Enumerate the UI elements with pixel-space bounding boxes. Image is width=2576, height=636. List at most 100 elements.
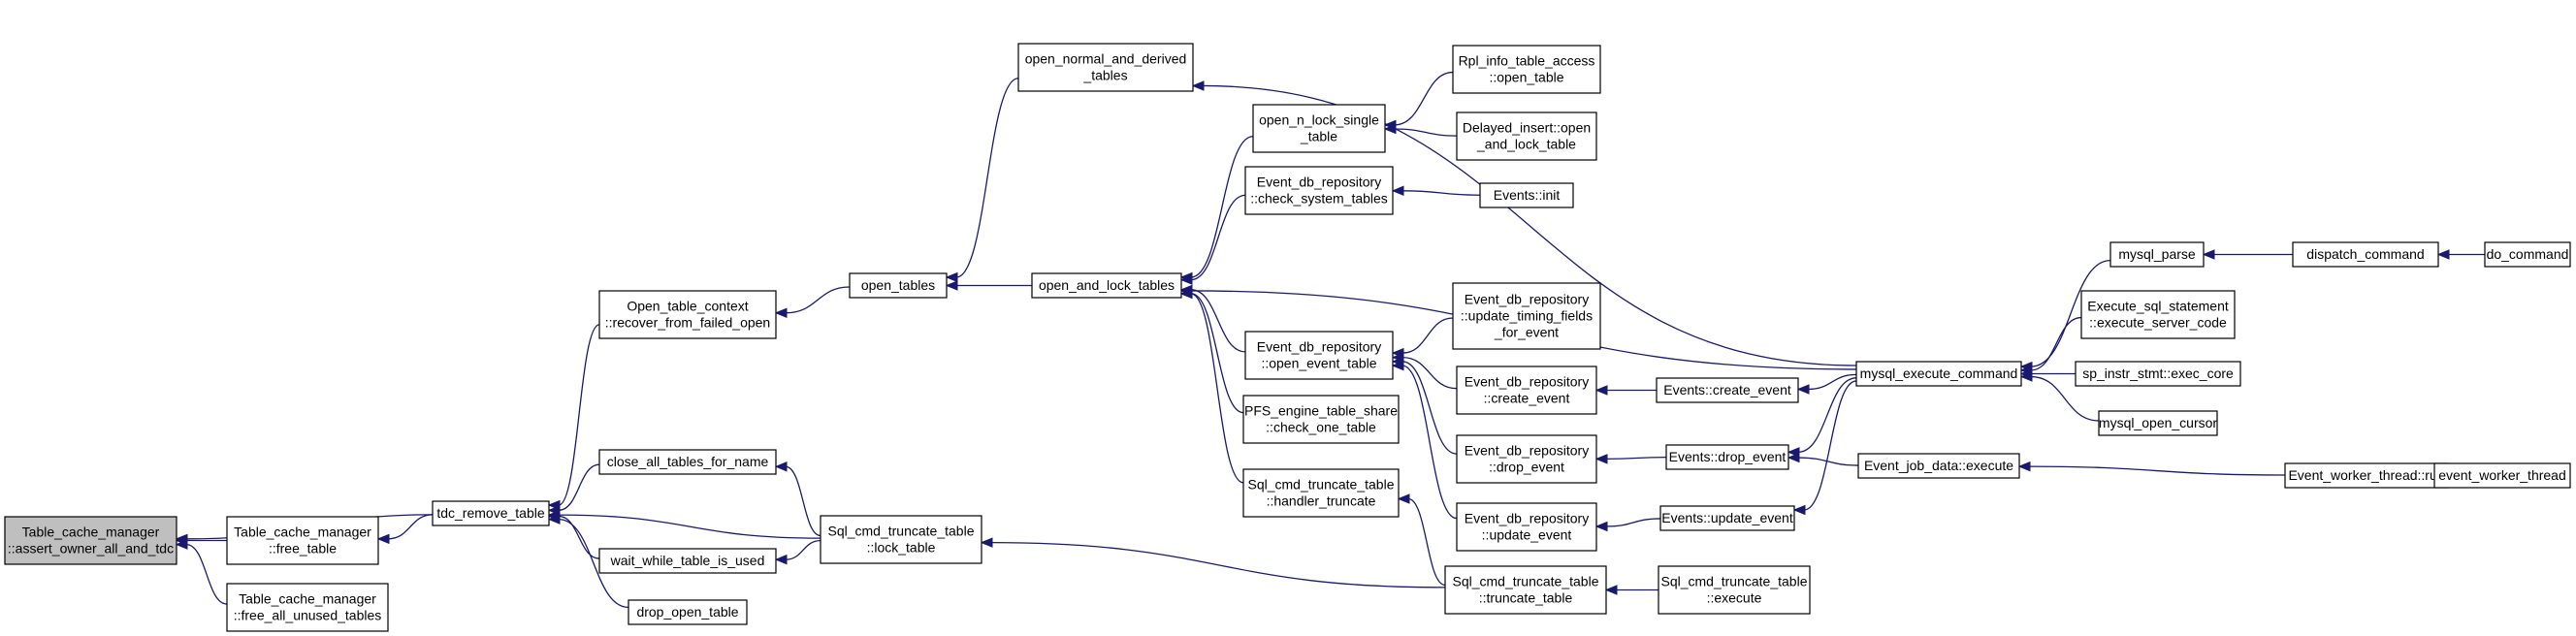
node-wait-while[interactable]: wait_while_table_is_used <box>598 548 777 574</box>
node-label: ::open_table <box>1489 70 1563 85</box>
node-drop-open[interactable]: drop_open_table <box>628 599 748 625</box>
node-label: ::check_system_tables <box>1250 191 1388 207</box>
node-update-timing[interactable]: Event_db_repository::update_timing_field… <box>1452 282 1601 350</box>
node-label: _for_event <box>1494 325 1559 340</box>
node-box <box>2484 241 2571 268</box>
node-label: Open_table_context <box>627 299 748 314</box>
edge-close-all-to-tdc-remove-table <box>558 463 600 511</box>
node-label: ::handler_truncate <box>1267 493 1376 509</box>
arrowhead <box>1792 504 1806 516</box>
node-truncate-table[interactable]: Sql_cmd_truncate_table::truncate_table <box>1444 565 1607 615</box>
node-label: Delayed_insert::open <box>1463 120 1591 136</box>
node-dispatch[interactable]: dispatch_command <box>2292 241 2439 268</box>
arrowhead <box>1594 454 1608 464</box>
node-rpl-open[interactable]: Rpl_info_table_access::open_table <box>1452 45 1601 94</box>
edge-mysql-execute-to-open-normal <box>1202 84 1857 366</box>
node-open-and-lock[interactable]: open_and_lock_tables <box>1031 272 1182 299</box>
edge-recover-to-tdc-remove-table <box>558 324 600 506</box>
node-box <box>4 516 177 565</box>
node-box <box>2433 462 2571 489</box>
edge-open-event-table-to-open-and-lock <box>1190 289 1246 353</box>
node-label: ::update_event <box>1482 527 1572 543</box>
node-check-system[interactable]: Event_db_repository::check_system_tables <box>1244 166 1394 215</box>
node-label: Events::create_event <box>1663 382 1791 398</box>
node-label: drop_open_table <box>636 604 738 620</box>
node-delayed-open[interactable]: Delayed_insert::open_and_lock_table <box>1456 111 1597 161</box>
edge-ev-drop-to-repo-drop <box>1605 456 1667 461</box>
node-box <box>1456 502 1597 552</box>
node-open-normal[interactable]: open_normal_and_derived_tables <box>1017 43 1194 92</box>
edge-repo-drop-to-open-event-table <box>1401 361 1458 455</box>
node-open-tables[interactable]: open_tables <box>849 272 948 299</box>
node-lock-table[interactable]: Sql_cmd_truncate_table::lock_table <box>820 515 982 564</box>
node-box <box>2292 241 2439 268</box>
node-handler-truncate[interactable]: Sql_cmd_truncate_table::handler_truncate <box>1242 468 1400 518</box>
node-close-all[interactable]: close_all_tables_for_name <box>598 449 777 475</box>
node-label: _and_lock_table <box>1476 137 1576 152</box>
arrowhead <box>945 271 958 283</box>
node-box <box>1242 468 1400 518</box>
arrowhead <box>945 280 958 291</box>
edge-mysql-execute-to-ev-drop <box>1797 377 1857 453</box>
node-mysql-execute[interactable]: mysql_execute_command <box>1855 361 2022 387</box>
node-box <box>628 599 748 625</box>
node-do-command[interactable]: do_command <box>2484 241 2571 268</box>
edge-wait-while-to-tdc-remove-table <box>558 515 600 559</box>
node-label: Sql_cmd_truncate_table <box>1661 574 1808 589</box>
edge-repo-create-to-open-event-table <box>1401 357 1458 390</box>
node-repo-update[interactable]: Event_db_repository::update_event <box>1456 502 1597 552</box>
node-free-table[interactable]: Table_cache_manager::free_table <box>226 516 379 565</box>
node-box <box>598 449 777 475</box>
node-label: Events::update_event <box>1661 510 1793 525</box>
node-box <box>2109 241 2205 268</box>
node-events-init[interactable]: Events::init <box>1479 182 1574 208</box>
edge-worker-run-to-job-execute <box>2028 465 2286 476</box>
arrowhead <box>1397 493 1410 504</box>
node-sp-exec[interactable]: sp_instr_stmt::exec_core <box>2075 361 2241 387</box>
node-free-all-unused[interactable]: Table_cache_manager::free_all_unused_tab… <box>226 583 389 632</box>
node-root[interactable]: Table_cache_manager::assert_owner_all_an… <box>4 516 177 565</box>
node-repo-drop[interactable]: Event_db_repository::drop_event <box>1456 434 1597 484</box>
node-label: PFS_engine_table_share <box>1244 403 1398 419</box>
node-tdc-remove-table[interactable]: tdc_remove_table <box>432 500 550 526</box>
edge-events-init-to-check-system <box>1401 190 1481 196</box>
arrowhead <box>2436 249 2450 260</box>
node-label: ::execute <box>1707 590 1762 606</box>
node-label: ::truncate_table <box>1479 590 1573 606</box>
node-label: Table_cache_manager <box>22 525 160 540</box>
arrowhead <box>376 533 390 545</box>
node-open-event-table[interactable]: Event_db_repository::open_event_table <box>1244 331 1394 380</box>
node-open-cursor[interactable]: mysql_open_cursor <box>2098 410 2218 436</box>
node-label: Event_db_repository <box>1465 443 1589 459</box>
node-recover[interactable]: Open_table_context::recover_from_failed_… <box>598 290 777 339</box>
node-box <box>226 583 389 632</box>
edge-check-system-to-open-and-lock <box>1190 194 1246 281</box>
edge-open-normal-to-open-tables <box>955 78 1019 278</box>
node-label: mysql_open_cursor <box>2099 415 2218 430</box>
node-mysql-parse[interactable]: mysql_parse <box>2109 241 2205 268</box>
node-exec-server[interactable]: Execute_sql_statement::execute_server_co… <box>2080 290 2236 339</box>
node-label: dispatch_command <box>2306 246 2424 262</box>
node-event-worker[interactable]: event_worker_thread <box>2433 462 2571 489</box>
node-label: sp_instr_stmt::exec_core <box>2082 366 2234 381</box>
node-box <box>598 548 777 574</box>
node-label: Event_db_repository <box>1465 374 1589 390</box>
node-label: close_all_tables_for_name <box>607 454 769 469</box>
node-ev-update[interactable]: Events::update_event <box>1659 505 1795 531</box>
node-pfs-check[interactable]: PFS_engine_table_share::check_one_table <box>1242 395 1400 444</box>
node-box <box>849 272 948 299</box>
function-nodes: Table_cache_manager::assert_owner_all_an… <box>4 43 2571 632</box>
node-label: ::lock_table <box>867 540 936 556</box>
node-label: open_tables <box>861 277 935 293</box>
node-label: Events::init <box>1494 187 1561 203</box>
node-repo-create[interactable]: Event_db_repository::create_event <box>1456 366 1597 415</box>
node-ev-create[interactable]: Events::create_event <box>1656 377 1799 403</box>
node-worker-run[interactable]: Event_worker_thread::run <box>2284 462 2449 489</box>
node-box <box>1017 43 1194 92</box>
node-box <box>1857 453 2020 479</box>
node-trunc-execute[interactable]: Sql_cmd_truncate_table::execute <box>1658 565 1811 615</box>
node-ev-drop[interactable]: Events::drop_event <box>1665 444 1789 470</box>
node-open-n-lock-single[interactable]: open_n_lock_single_table <box>1252 104 1386 153</box>
node-label: ::execute_server_code <box>2089 315 2227 331</box>
node-job-execute[interactable]: Event_job_data::execute <box>1857 453 2020 479</box>
